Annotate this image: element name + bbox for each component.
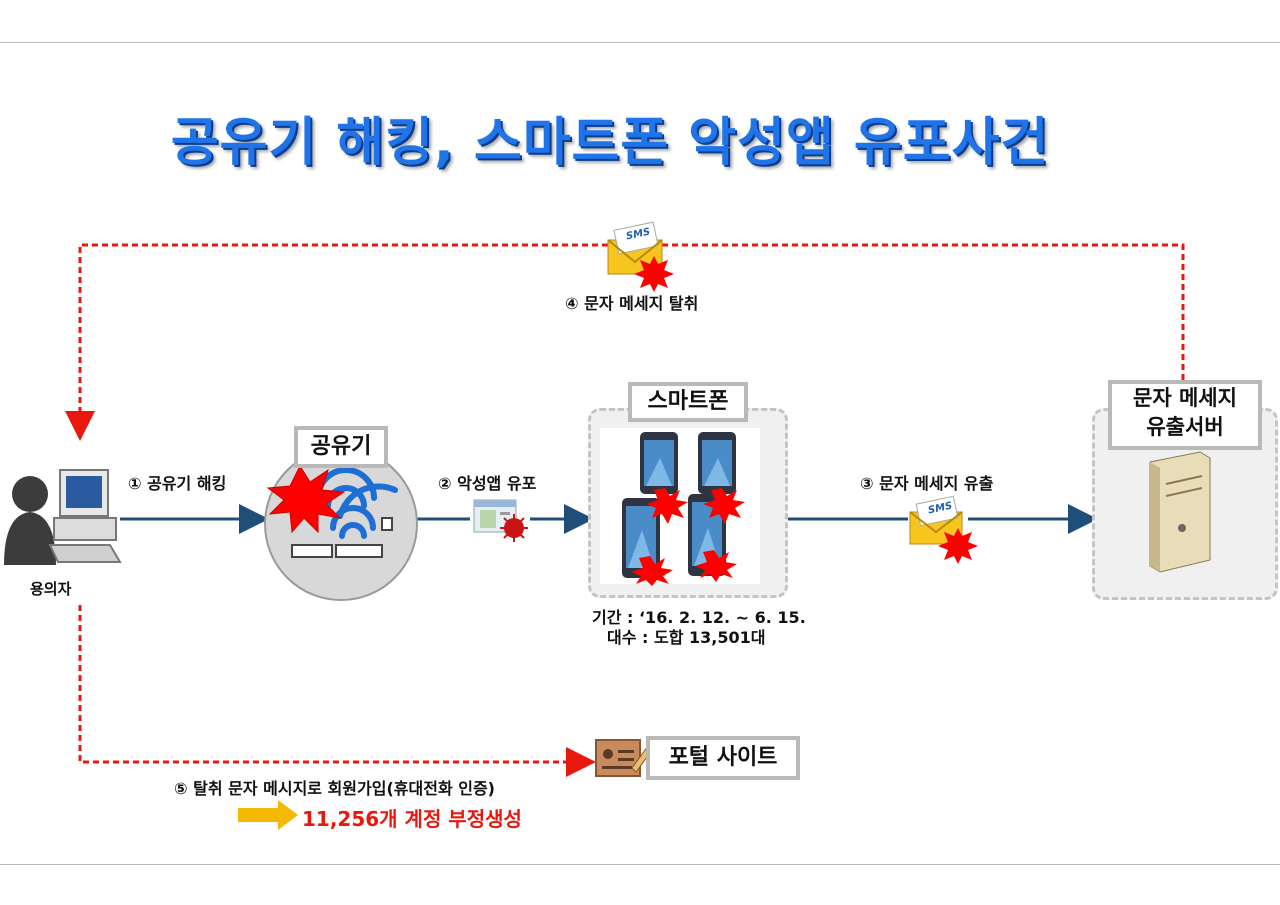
dashed-loop-top: [65, 243, 1185, 441]
count-label: 대수 : 도합 13,501대: [607, 628, 766, 647]
step4-label: ④ 문자 메세지 탈취: [565, 294, 699, 313]
server-title-line1: 문자 메세지: [1133, 386, 1237, 410]
step3-label: ③ 문자 메세지 유출: [860, 474, 994, 493]
step2-label: ② 악성앱 유포: [438, 474, 537, 493]
step5-label: ⑤ 탈취 문자 메시지로 회원가입(휴대전화 인증): [174, 779, 495, 798]
portal-title: 포털 사이트: [646, 736, 800, 780]
top-rule: [0, 42, 1280, 43]
result-arrow: [238, 800, 298, 830]
router-circle: [264, 447, 418, 601]
step1-label: ① 공유기 해킹: [128, 474, 227, 493]
bottom-rule: [0, 864, 1280, 865]
suspect-label: 용의자: [30, 580, 72, 598]
server-title-line2: 유출서버: [1146, 415, 1224, 439]
period-label: 기간 : ‘16. 2. 12. ~ 6. 15.: [592, 608, 806, 627]
server-title: 문자 메세지 유출서버: [1108, 380, 1262, 450]
phones-photo: [600, 428, 760, 584]
result-text: 11,256개 계정 부정생성: [302, 807, 522, 831]
router-title: 공유기: [294, 426, 388, 468]
dashed-loop-bottom: [78, 605, 596, 777]
page-title: 공유기 해킹, 스마트폰 악성앱 유포사건: [170, 113, 1050, 173]
smartphone-title: 스마트폰: [628, 382, 748, 422]
